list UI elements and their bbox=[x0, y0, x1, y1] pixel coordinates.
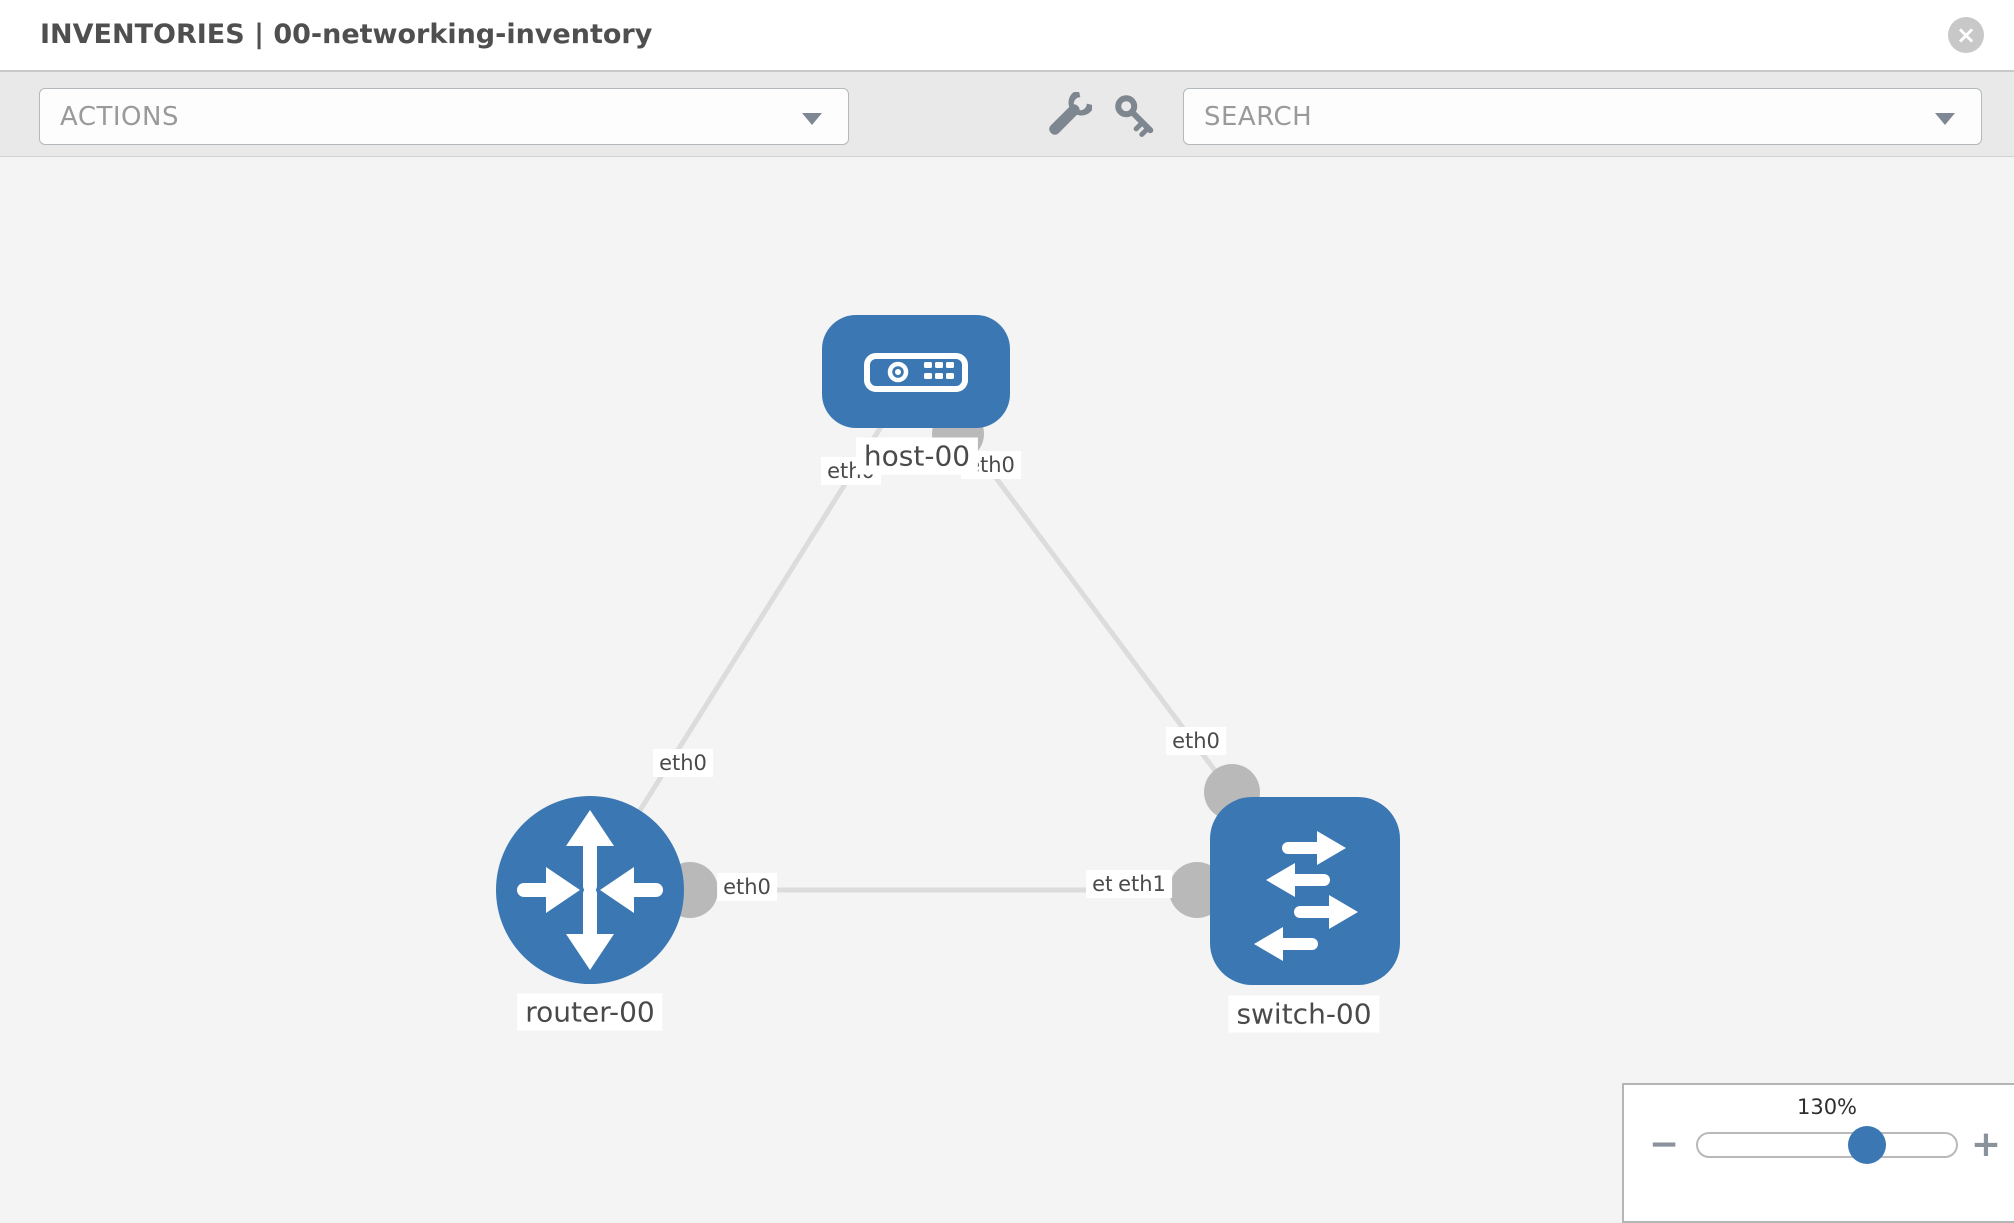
wrench-icon bbox=[1049, 89, 1095, 135]
interface-label-chip: eth1 bbox=[1112, 870, 1172, 898]
actions-dropdown[interactable]: ACTIONS bbox=[39, 88, 849, 145]
node-label-router-00: router-00 bbox=[517, 993, 663, 1031]
host-icon bbox=[864, 353, 968, 392]
configure-button[interactable] bbox=[1044, 89, 1095, 140]
zoom-level-label: 130% bbox=[1796, 1095, 1858, 1119]
zoom-out-button[interactable]: − bbox=[1642, 1125, 1686, 1169]
minus-icon: − bbox=[1648, 1124, 1680, 1165]
zoom-slider-thumb[interactable] bbox=[1848, 1126, 1886, 1164]
page-header: INVENTORIES | 00-networking-inventory × bbox=[0, 0, 2014, 72]
key-icon bbox=[1115, 95, 1154, 138]
chevron-down-icon bbox=[1935, 113, 1955, 125]
zoom-in-button[interactable]: + bbox=[1964, 1125, 2008, 1169]
search-dropdown-label: SEARCH bbox=[1204, 101, 1313, 132]
switch-icon bbox=[1254, 831, 1358, 961]
node-router-00[interactable] bbox=[496, 796, 684, 984]
interface-label-chip: eth0 bbox=[1166, 727, 1226, 755]
close-button[interactable]: × bbox=[1948, 17, 1984, 53]
node-label-host-00: host-00 bbox=[855, 437, 979, 475]
chevron-down-icon bbox=[802, 113, 822, 125]
interface-label-chip: eth0 bbox=[653, 749, 713, 777]
interface-label-chip: eth0 bbox=[717, 873, 777, 901]
node-label-switch-00: switch-00 bbox=[1228, 995, 1380, 1033]
search-dropdown[interactable]: SEARCH bbox=[1183, 88, 1982, 145]
plus-icon: + bbox=[1970, 1124, 2002, 1165]
close-icon: × bbox=[1955, 21, 1977, 49]
zoom-slider-track[interactable] bbox=[1696, 1132, 1958, 1158]
toolbar: ACTIONS SEARCH bbox=[0, 72, 2014, 157]
router-icon bbox=[517, 810, 663, 970]
topology-canvas[interactable]: eth0 eth0 eth0 eth0 eth0 eth0 eth1 host-… bbox=[0, 157, 2014, 1200]
node-host-00[interactable] bbox=[822, 315, 1010, 428]
credentials-button[interactable] bbox=[1112, 92, 1160, 140]
page-title: INVENTORIES | 00-networking-inventory bbox=[40, 19, 653, 50]
node-switch-00[interactable] bbox=[1210, 797, 1400, 985]
zoom-control-panel: 130% − + bbox=[1622, 1083, 2014, 1223]
actions-dropdown-label: ACTIONS bbox=[60, 101, 179, 132]
